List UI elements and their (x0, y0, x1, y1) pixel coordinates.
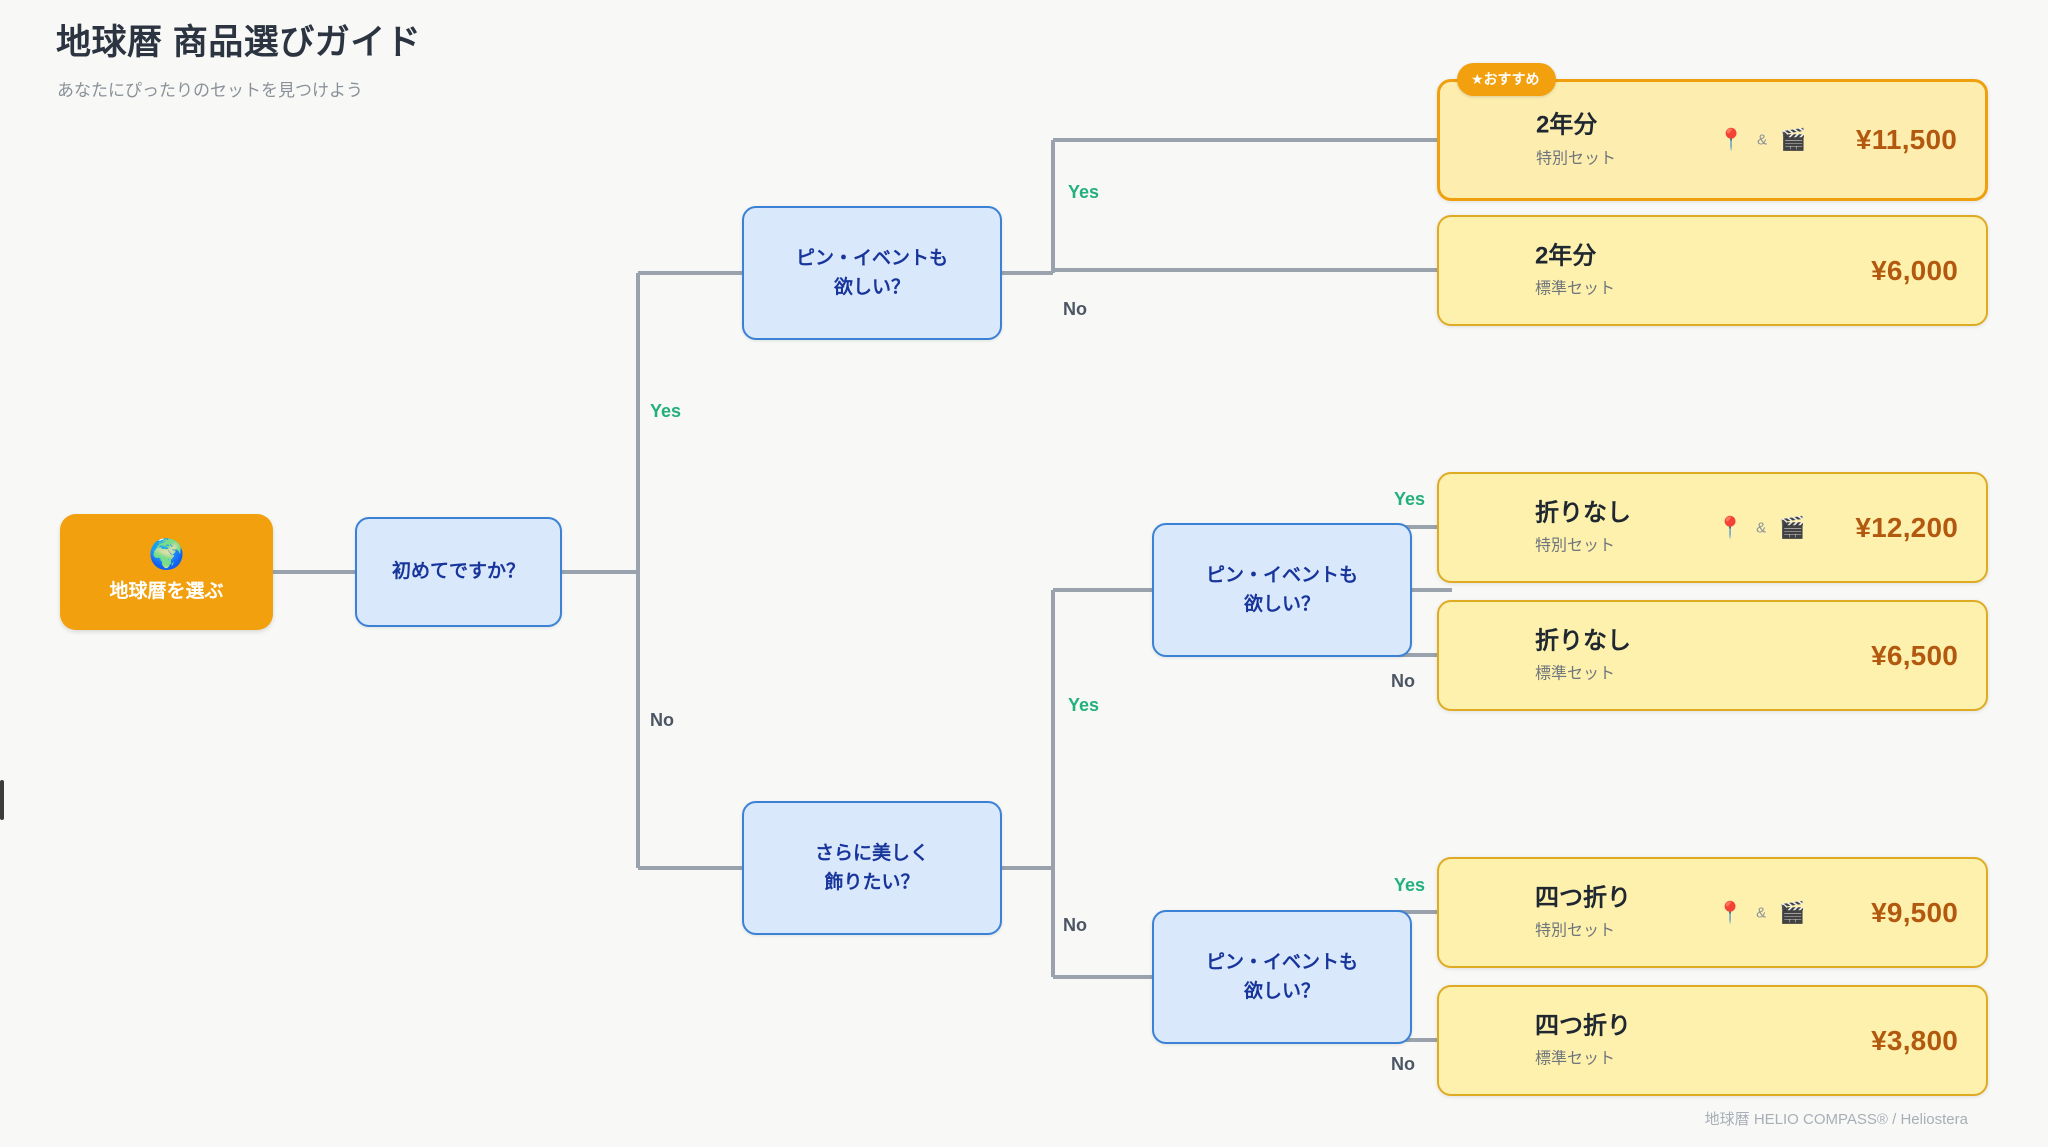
scrollbar-artifact (0, 780, 4, 820)
ampersand-separator: & (1756, 519, 1767, 536)
product-card[interactable]: 折りなし 標準セット ¥6,500 (1437, 600, 1988, 711)
product-card-name: 四つ折り (1535, 1012, 1631, 1040)
root-node-select-calendar[interactable]: 🌍 地球暦を選ぶ (60, 514, 273, 630)
clapperboard-icon: 🎬 (1779, 516, 1806, 539)
decision-node-text: ピン・イベントも 欲しい？ (1205, 951, 1358, 1002)
ampersand-separator: & (1756, 904, 1767, 921)
map-pin-icon: 📍 (1718, 128, 1745, 152)
product-card[interactable]: 四つ折り 特別セット 📍 & 🎬 ¥9,500 (1437, 857, 1988, 968)
edge-label-no-pin-event-b: No (1391, 671, 1415, 691)
product-card-price: ¥9,500 (1871, 896, 1958, 928)
clapperboard-icon: 🎬 (1779, 901, 1806, 924)
root-node-label: 地球暦を選ぶ (109, 581, 224, 602)
globe-icon: 🌍 (148, 539, 185, 571)
decision-node-text: さらに美しく 飾りたい？ (814, 842, 929, 893)
clapperboard-icon: 🎬 (1780, 128, 1807, 152)
map-pin-icon: 📍 (1717, 516, 1744, 539)
product-card-subtitle: 特別セット (1536, 150, 1617, 168)
product-card-text: 四つ折り 特別セット (1535, 884, 1631, 941)
edge-label-no-first-time: No (650, 710, 674, 730)
page-title: 地球暦 商品選びガイド (56, 23, 422, 62)
edge-label-yes-decorate: Yes (1068, 695, 1100, 715)
product-card-subtitle: 標準セット (1535, 1050, 1616, 1068)
ampersand-separator: & (1757, 131, 1768, 149)
edge-label-no-decorate: No (1063, 915, 1087, 935)
product-card-name: 折りなし (1535, 627, 1631, 655)
product-card-text: 2年分 標準セット (1535, 242, 1615, 299)
product-card-text: 2年分 特別セット (1536, 112, 1616, 169)
product-card-price: ¥3,800 (1871, 1024, 1958, 1056)
decision-node-first-time[interactable]: 初めてですか？ (355, 517, 562, 627)
product-card-price: ¥12,200 (1855, 511, 1958, 543)
product-card-price: ¥6,500 (1871, 639, 1958, 671)
decision-node-text: 初めてですか？ (391, 561, 525, 583)
recommended-badge: ★おすすめ (1457, 63, 1556, 96)
product-card-text: 四つ折り 標準セット (1535, 1012, 1631, 1069)
decision-node-pin-event-bottom[interactable]: ピン・イベントも 欲しい？ (1152, 910, 1412, 1044)
product-card-text: 折りなし 特別セット (1535, 499, 1631, 556)
product-card-price: ¥11,500 (1855, 124, 1957, 155)
page-subtitle: あなたにぴったりのセットを見つけよう (57, 81, 363, 100)
product-card-name: 2年分 (1536, 111, 1598, 139)
product-card-price: ¥6,000 (1871, 254, 1958, 286)
edge-label-no-pin-event-a: No (1063, 299, 1087, 319)
edge-label-yes-pin-event-a: Yes (1068, 182, 1100, 202)
product-card-subtitle: 特別セット (1535, 537, 1616, 555)
product-card-icons: 📍 & 🎬 (1717, 902, 1805, 923)
product-card[interactable]: 2年分 特別セット 📍 & 🎬 ¥11,500 (1437, 79, 1988, 201)
product-card[interactable]: 折りなし 特別セット 📍 & 🎬 ¥12,200 (1437, 472, 1988, 583)
decision-node-decorate[interactable]: さらに美しく 飾りたい？ (742, 801, 1002, 935)
product-card-icons: 📍 & 🎬 (1718, 130, 1806, 151)
product-card-name: 折りなし (1535, 499, 1631, 527)
edge-label-yes-pin-event-c: Yes (1394, 875, 1426, 895)
decision-node-pin-event-middle[interactable]: ピン・イベントも 欲しい？ (1152, 523, 1412, 657)
decision-node-text: ピン・イベントも 欲しい？ (795, 247, 948, 298)
edge-label-no-pin-event-c: No (1391, 1054, 1415, 1074)
map-pin-icon: 📍 (1717, 901, 1744, 924)
product-card[interactable]: 2年分 標準セット ¥6,000 (1437, 215, 1988, 326)
product-card-subtitle: 標準セット (1535, 665, 1616, 683)
product-card-name: 2年分 (1535, 242, 1597, 270)
product-card-subtitle: 特別セット (1535, 922, 1616, 940)
edge-label-yes-first-time: Yes (650, 401, 682, 421)
product-card-subtitle: 標準セット (1535, 280, 1616, 298)
product-card-name: 四つ折り (1535, 884, 1631, 912)
product-card-text: 折りなし 標準セット (1535, 627, 1631, 684)
footer-note: 地球暦 HELIO COMPASS® / Heliostera (1704, 1111, 1968, 1128)
decision-node-pin-event-top[interactable]: ピン・イベントも 欲しい？ (742, 206, 1002, 340)
decision-node-text: ピン・イベントも 欲しい？ (1205, 564, 1358, 615)
product-card-icons: 📍 & 🎬 (1717, 517, 1805, 538)
edge-label-yes-pin-event-b: Yes (1394, 489, 1426, 509)
product-card[interactable]: 四つ折り 標準セット ¥3,800 (1437, 985, 1988, 1096)
